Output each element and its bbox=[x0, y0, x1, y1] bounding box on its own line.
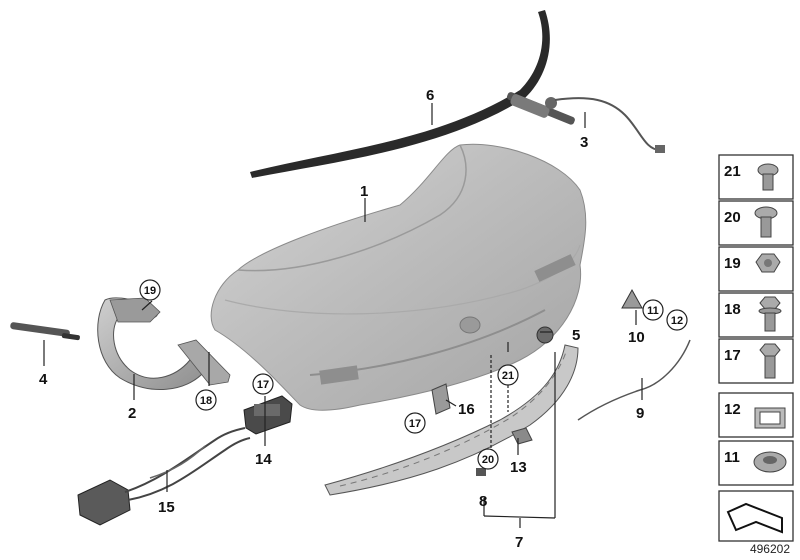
svg-text:20: 20 bbox=[724, 209, 741, 226]
callout-circle-17a: 17 bbox=[252, 373, 274, 395]
svg-text:12: 12 bbox=[724, 401, 741, 418]
trunk-lock-part bbox=[243, 395, 293, 435]
trunk-lid-part bbox=[210, 143, 587, 411]
svg-text:11: 11 bbox=[647, 305, 659, 317]
svg-text:19: 19 bbox=[144, 285, 156, 297]
callout-circle-19: 19 bbox=[139, 279, 161, 301]
grommet-icon bbox=[753, 451, 787, 473]
assembly-arrow-icon bbox=[726, 502, 783, 534]
callout-circle-17b: 17 bbox=[404, 412, 426, 434]
svg-text:21: 21 bbox=[502, 370, 514, 382]
spoiler-strip-part bbox=[250, 10, 550, 178]
svg-text:19: 19 bbox=[724, 255, 741, 272]
svg-text:17: 17 bbox=[257, 379, 269, 391]
fastener-item-17: 17 bbox=[718, 338, 794, 384]
lock-actuator-part bbox=[77, 427, 251, 526]
callout-14: 14 bbox=[255, 451, 272, 468]
fastener-item-19: 19 bbox=[718, 246, 794, 292]
fastener-panel: 21 20 19 18 bbox=[718, 154, 794, 542]
svg-text:18: 18 bbox=[724, 301, 741, 318]
small-bracket-part bbox=[511, 427, 533, 445]
callout-10: 10 bbox=[628, 329, 645, 346]
diagram-id: 496202 bbox=[749, 542, 790, 556]
fastener-item-21: 21 bbox=[718, 154, 794, 200]
callout-13: 13 bbox=[510, 459, 527, 476]
collar-screw-icon bbox=[754, 206, 778, 238]
callout-5: 5 bbox=[572, 327, 580, 344]
callout-8: 8 bbox=[479, 493, 487, 510]
svg-text:18: 18 bbox=[200, 395, 212, 407]
clip-icon bbox=[754, 407, 786, 429]
callout-circle-21: 21 bbox=[497, 364, 519, 386]
callout-circle-12: 12 bbox=[666, 309, 688, 331]
release-cable-part bbox=[577, 339, 691, 421]
clip-part bbox=[476, 468, 486, 476]
callout-9: 9 bbox=[636, 405, 644, 422]
callout-7: 7 bbox=[515, 534, 523, 551]
callout-4: 4 bbox=[39, 371, 48, 388]
callout-circle-18: 18 bbox=[195, 389, 217, 411]
push-rivet-icon bbox=[757, 163, 779, 191]
fastener-item-20: 20 bbox=[718, 200, 794, 246]
assembly-arrow-box bbox=[718, 490, 794, 542]
bracket-part bbox=[431, 383, 451, 415]
callout-6: 6 bbox=[426, 87, 434, 104]
svg-text:21: 21 bbox=[724, 163, 741, 180]
callout-15: 15 bbox=[158, 499, 175, 516]
cap-part bbox=[621, 288, 643, 309]
leader-lines bbox=[43, 103, 643, 528]
strut-actuator-part bbox=[506, 92, 665, 153]
trim-strip-part bbox=[324, 344, 579, 496]
hex-bolt-icon bbox=[759, 343, 781, 379]
hex-bolt-washer-icon bbox=[758, 296, 782, 332]
hinge-part bbox=[97, 297, 231, 390]
callout-2: 2 bbox=[128, 405, 136, 422]
hex-nut-icon bbox=[755, 253, 781, 273]
svg-text:12: 12 bbox=[671, 315, 683, 327]
svg-text:20: 20 bbox=[482, 454, 494, 466]
gas-strut-part bbox=[10, 322, 80, 341]
callout-circle-20: 20 bbox=[477, 448, 499, 470]
fastener-item-12: 12 bbox=[718, 392, 794, 438]
callout-circle-11: 11 bbox=[642, 299, 664, 321]
fastener-item-11: 11 bbox=[718, 440, 794, 486]
svg-text:17: 17 bbox=[409, 418, 421, 430]
callout-3: 3 bbox=[580, 134, 588, 151]
svg-text:17: 17 bbox=[724, 347, 741, 364]
svg-text:11: 11 bbox=[724, 449, 740, 466]
bump-stop-part bbox=[536, 326, 554, 344]
callout-16: 16 bbox=[458, 401, 475, 418]
callout-1: 1 bbox=[360, 183, 368, 200]
fastener-item-18: 18 bbox=[718, 292, 794, 338]
